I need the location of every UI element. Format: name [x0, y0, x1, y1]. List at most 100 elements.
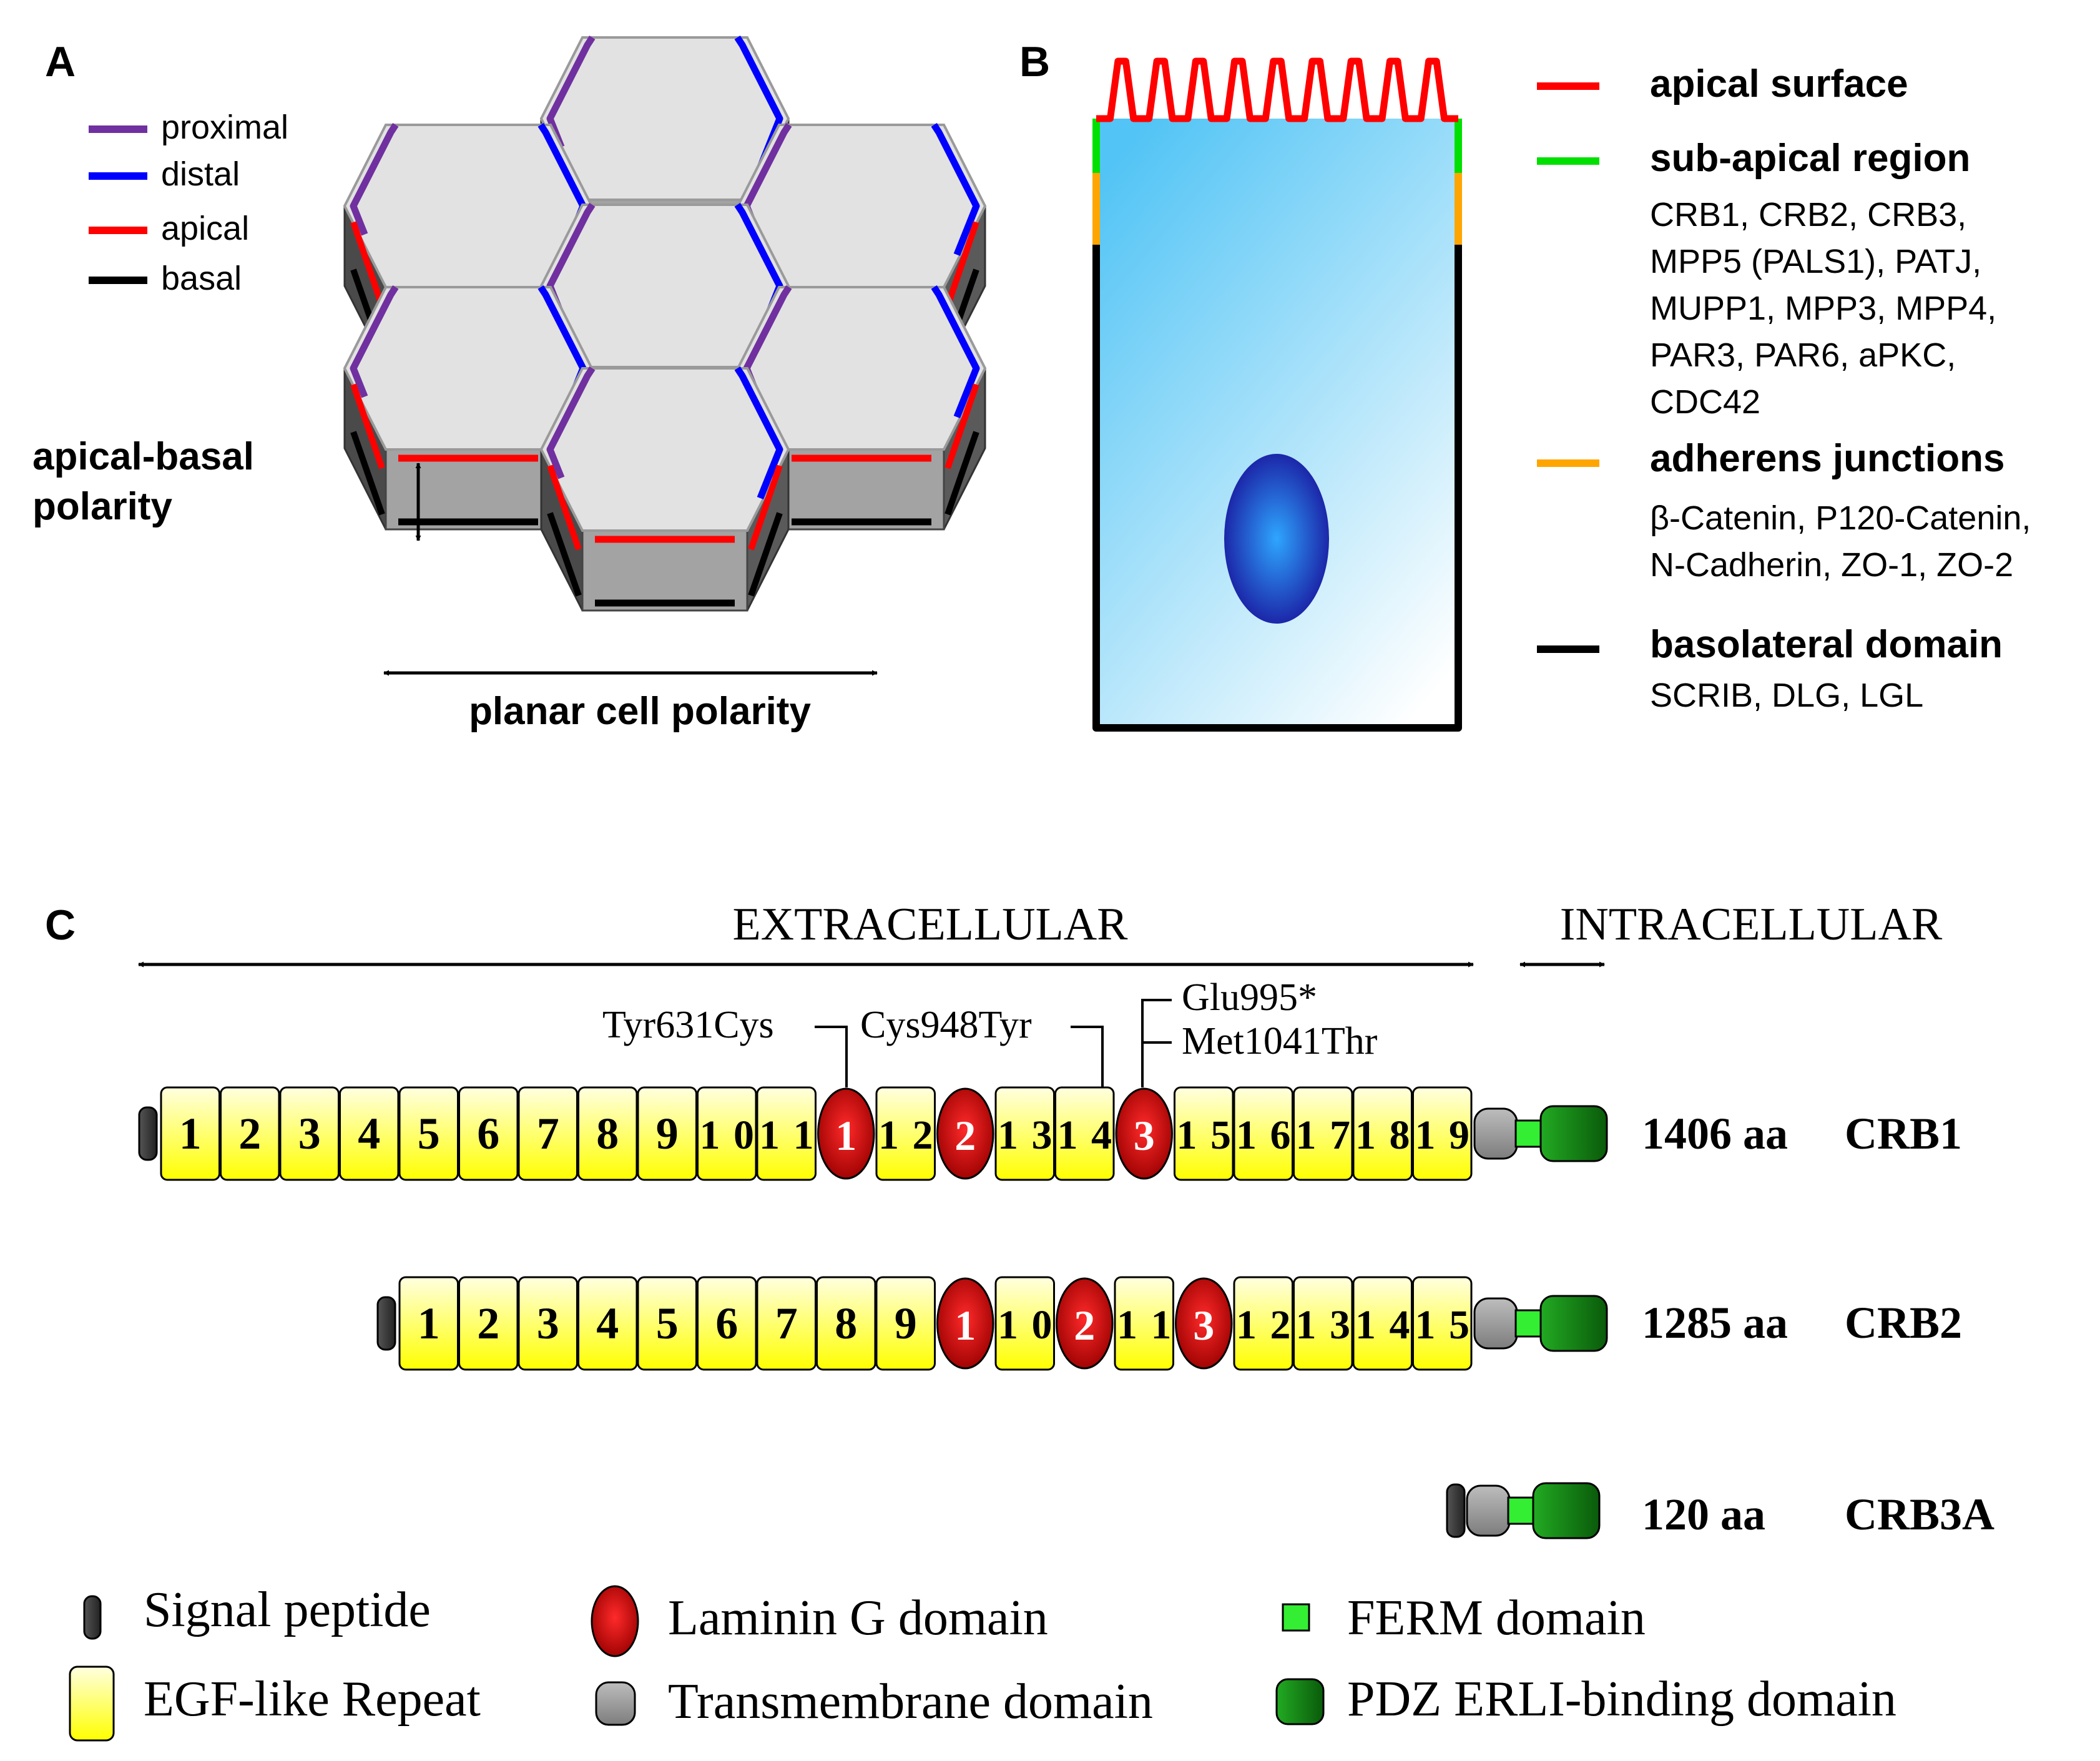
panel-c-letter: C — [45, 901, 76, 949]
signal-peptide — [138, 1106, 158, 1161]
hex-top-face — [539, 367, 790, 532]
egf-like-repeat — [1293, 1086, 1353, 1181]
mutation-callouts: Tyr631Cys Cys948Tyr Glu995* Met1041Thr — [602, 976, 1378, 1087]
mutation-met1041thr: Met1041Thr — [1182, 1020, 1378, 1062]
laminin-g-domain — [936, 1087, 994, 1180]
basal-edge — [748, 512, 783, 597]
egf-like-repeat — [1233, 1276, 1293, 1371]
legend-label-proximal: proximal — [161, 109, 288, 146]
intracellular-label: INTRACELLULAR — [1560, 899, 1943, 950]
egf-like-repeat-number: 3 — [298, 1109, 321, 1159]
egf-like-repeat — [220, 1086, 280, 1181]
laminin-g-domain-number: 3 — [1193, 1302, 1214, 1349]
ferm-domain — [1507, 1496, 1536, 1525]
adherens-protein-line: N-Cadherin, ZO-1, ZO-2 — [1650, 546, 2013, 584]
protein-name-crb2: CRB2 — [1845, 1298, 1962, 1348]
apical-edge — [945, 221, 979, 307]
extracellular-label: EXTRACELLULAR — [732, 899, 1128, 950]
egf-like-repeat — [637, 1086, 697, 1181]
apical-edge — [945, 383, 979, 469]
egf-like-repeat — [398, 1086, 459, 1181]
protein-length-crb1: 1406 aa — [1642, 1109, 1788, 1159]
legend-signal-peptide-icon — [83, 1595, 102, 1640]
proximal-edge — [350, 122, 399, 236]
egf-like-repeat — [1054, 1086, 1115, 1181]
transmembrane-domain — [1473, 1297, 1518, 1350]
egf-like-repeat — [697, 1086, 757, 1181]
subapical-protein-line: MUPP1, MPP3, MPP4, — [1650, 290, 1996, 327]
legend-title-basolateral: basolateral domain — [1650, 623, 2003, 666]
egf-like-repeat — [1412, 1086, 1473, 1181]
egf-like-repeat-number: 9 — [656, 1109, 679, 1159]
epithelial-cell-body — [1096, 119, 1458, 730]
basolateral-protein-line: SCRIB, DLG, LGL — [1650, 677, 1923, 714]
egf-like-repeat-number: 1 — [418, 1298, 440, 1348]
mutation-tyr631cys: Tyr631Cys — [602, 1004, 774, 1046]
mutation-glu995: Glu995* — [1182, 976, 1317, 1019]
legend-title-adherens: adherens junctions — [1650, 437, 2004, 480]
laminin-g-domain-number: 2 — [1074, 1302, 1095, 1349]
egf-like-repeat-number: 5 — [418, 1109, 440, 1159]
egf-like-repeat — [816, 1276, 876, 1371]
planar-polarity-label: planar cell polarity — [469, 690, 811, 733]
pdz-erli-binding-domain — [1532, 1482, 1601, 1539]
laminin-g-domain — [1056, 1277, 1114, 1370]
apical-basal-label-line1: apical-basal — [32, 435, 254, 478]
legend-label-apical: apical — [161, 210, 249, 247]
apical-edge — [350, 383, 385, 469]
egf-like-repeat-number: 2 — [477, 1298, 499, 1348]
proximal-edge — [546, 366, 596, 479]
legend-title-subapical: sub-apical region — [1650, 137, 1970, 180]
distal-edge — [734, 366, 783, 500]
panel-a-letter: A — [45, 38, 76, 86]
mutation-leader-tyr631cys — [815, 1026, 848, 1087]
egf-like-repeat — [518, 1086, 578, 1181]
legend-signal-peptide-label: Signal peptide — [144, 1582, 431, 1637]
egf-like-repeat — [398, 1276, 459, 1371]
legend-pdz-label: PDZ ERLI-binding domain — [1347, 1672, 1896, 1727]
signal-peptide — [1446, 1483, 1466, 1538]
legend-title-apical-surface: apical surface — [1650, 62, 1908, 105]
mutation-cys948tyr: Cys948Tyr — [860, 1004, 1032, 1046]
transmembrane-domain — [1473, 1107, 1518, 1160]
panel-b: B apical surface sub-apical region CRB1,… — [1019, 38, 2031, 732]
panel-b-legend: apical surface sub-apical region CRB1, C… — [1537, 62, 2031, 714]
laminin-g-domain-number: 2 — [954, 1112, 976, 1159]
egf-like-repeat — [875, 1086, 936, 1181]
laminin-g-domain-number: 3 — [1134, 1112, 1155, 1159]
panel-b-letter: B — [1019, 38, 1050, 86]
basal-edge — [547, 512, 582, 597]
domain-legend: Signal peptide EGF-like Repeat Laminin G… — [69, 1582, 1896, 1742]
protein-length-crb3a: 120 aa — [1642, 1489, 1765, 1539]
laminin-g-domain-number: 1 — [954, 1302, 976, 1349]
egf-like-repeat — [1233, 1086, 1293, 1181]
egf-like-repeat-number: 8 — [596, 1109, 619, 1159]
egf-like-repeat-number: 6 — [715, 1298, 738, 1348]
transmembrane-domain — [1466, 1484, 1511, 1537]
basal-edge — [945, 431, 979, 516]
egf-like-repeat-number: 4 — [358, 1109, 380, 1159]
egf-like-repeat-number: 5 — [656, 1298, 679, 1348]
legend-pdz-icon — [1275, 1678, 1325, 1725]
mutation-leader-cys948tyr — [1071, 1026, 1104, 1087]
apical-surface-microvilli — [1096, 57, 1458, 122]
apical-basal-label-line2: polarity — [32, 485, 172, 528]
legend-egf-icon — [69, 1665, 115, 1742]
apical-edge — [748, 464, 783, 551]
distal-edge — [931, 285, 980, 419]
egf-like-repeat-number: 2 — [238, 1109, 261, 1159]
proximal-edge — [350, 285, 399, 398]
panel-a-legend: proximal distal apical basal — [89, 109, 288, 297]
egf-like-repeat-number: 7 — [775, 1298, 798, 1348]
adherens-protein-line: β-Catenin, P120-Catenin, — [1650, 499, 2031, 537]
basal-edge — [350, 431, 385, 516]
egf-like-repeat-number: 9 — [895, 1298, 917, 1348]
egf-like-repeat-number: 8 — [835, 1298, 857, 1348]
ferm-domain — [1514, 1309, 1543, 1338]
legend-laminin-icon — [591, 1585, 639, 1657]
egf-like-repeat-number: 1 — [179, 1109, 202, 1159]
mutation-leader-glu-met — [1141, 999, 1172, 1087]
egf-like-repeat-number: 4 — [596, 1298, 619, 1348]
protein-length-crb2: 1285 aa — [1642, 1298, 1788, 1348]
